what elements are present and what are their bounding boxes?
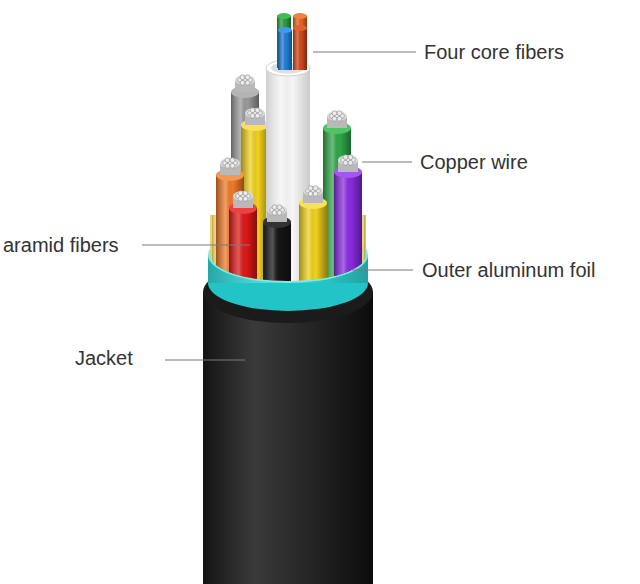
conductor-top [338, 155, 358, 165]
conductor-strands [330, 111, 345, 121]
part-label: Copper wire [420, 150, 528, 174]
leader-lines [142, 52, 416, 360]
jacket-body [203, 292, 373, 584]
conductor-top [267, 205, 287, 215]
conductor-strands [223, 158, 238, 168]
fiber-shade [293, 28, 307, 70]
optical-fibers [277, 13, 307, 70]
wire-insulation [299, 203, 327, 303]
conductor-top [327, 111, 347, 121]
conductor-top [245, 108, 265, 118]
conductor-top [233, 191, 253, 201]
copper-wire [229, 191, 257, 308]
wire-insulation [334, 172, 362, 302]
conductor-strands [236, 191, 251, 201]
part-label: Outer aluminum foil [422, 258, 595, 282]
fiber-top [278, 27, 292, 33]
leader-line [142, 244, 250, 245]
part-label: Four core fibers [424, 40, 564, 64]
fiber-top [277, 13, 291, 19]
fiber-top [293, 13, 307, 19]
leader-line [165, 359, 245, 360]
wire-shade [299, 203, 327, 303]
fiber-shade [278, 30, 292, 70]
conductor-strands [341, 155, 356, 165]
wire-shade [263, 222, 291, 312]
wire-shade [334, 172, 362, 302]
copper-wire [334, 155, 362, 302]
conductor-top [303, 186, 323, 196]
conductor-strands [238, 75, 253, 85]
cable-core [216, 13, 362, 312]
wire-shade [229, 208, 257, 308]
copper-wire [263, 205, 291, 312]
conductor-top [220, 158, 240, 168]
copper-wire [299, 186, 327, 303]
part-label: Jacket [75, 346, 133, 370]
conductor-top [235, 75, 255, 85]
fiber-red [293, 28, 307, 70]
leader-line [362, 161, 412, 162]
conductor-strands [306, 186, 321, 196]
fiber-blue [278, 30, 292, 70]
wire-insulation [229, 208, 257, 308]
leader-line [352, 269, 413, 270]
part-label: aramid fibers [3, 233, 119, 257]
conductor-strands [248, 108, 263, 118]
fiber-top [293, 25, 307, 31]
wire-insulation [263, 222, 291, 312]
conductor-strands [270, 205, 285, 215]
leader-line [313, 51, 416, 52]
